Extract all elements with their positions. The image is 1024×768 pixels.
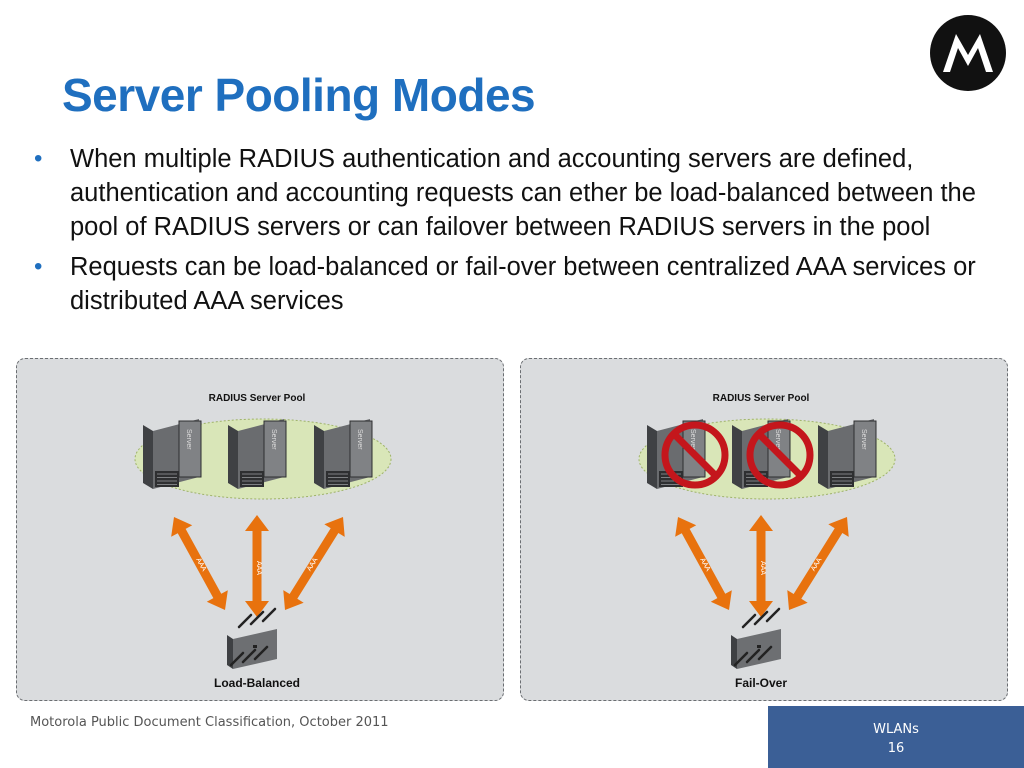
- bullet-list: • When multiple RADIUS authentication an…: [34, 142, 994, 324]
- svg-text:Server: Server: [689, 429, 696, 450]
- section-name: WLANs: [873, 722, 919, 737]
- access-point-icon: [731, 607, 781, 669]
- slide-title: Server Pooling Modes: [62, 69, 536, 121]
- bullet-item: • When multiple RADIUS authentication an…: [34, 142, 994, 244]
- server-icon: Server: [143, 419, 202, 489]
- footer-classification: Motorola Public Document Classification,…: [30, 715, 389, 730]
- server-icon: Server: [818, 419, 877, 489]
- bullet-item: • Requests can be load-balanced or fail-…: [34, 250, 994, 318]
- svg-text:Server: Server: [860, 429, 867, 450]
- page-number: 16: [887, 741, 905, 756]
- aaa-arrow: AAA: [787, 517, 849, 610]
- svg-text:Server: Server: [356, 429, 363, 450]
- bullet-text: When multiple RADIUS authentication and …: [70, 145, 976, 241]
- server-icon: Server: [228, 419, 287, 489]
- section-badge: WLANs 16: [768, 706, 1024, 768]
- blocked-server-icon: [661, 421, 729, 489]
- pool-label: RADIUS Server Pool: [713, 393, 810, 404]
- bullet-dot-icon: •: [34, 253, 43, 280]
- access-point-icon: [227, 607, 277, 669]
- motorola-logo: [930, 15, 1006, 91]
- bullet-dot-icon: •: [34, 145, 43, 172]
- bullet-text: Requests can be load-balanced or fail-ov…: [70, 253, 976, 315]
- aaa-arrow: AAA: [749, 515, 773, 617]
- svg-text:AAA: AAA: [255, 561, 262, 575]
- svg-text:Server: Server: [270, 429, 277, 450]
- diagram-caption: Load-Balanced: [214, 676, 300, 690]
- aaa-arrow: AAA: [675, 517, 732, 610]
- diagram-caption: Fail-Over: [735, 676, 787, 690]
- aaa-arrow: AAA: [245, 515, 269, 617]
- pool-label: RADIUS Server Pool: [209, 393, 306, 404]
- svg-text:AAA: AAA: [759, 561, 766, 575]
- blocked-server-icon: [746, 421, 814, 489]
- svg-text:Server: Server: [774, 429, 781, 450]
- server-icon: Server: [314, 419, 373, 489]
- aaa-arrow: AAA: [283, 517, 345, 610]
- svg-text:Server: Server: [185, 429, 192, 450]
- aaa-arrow: AAA: [171, 517, 228, 610]
